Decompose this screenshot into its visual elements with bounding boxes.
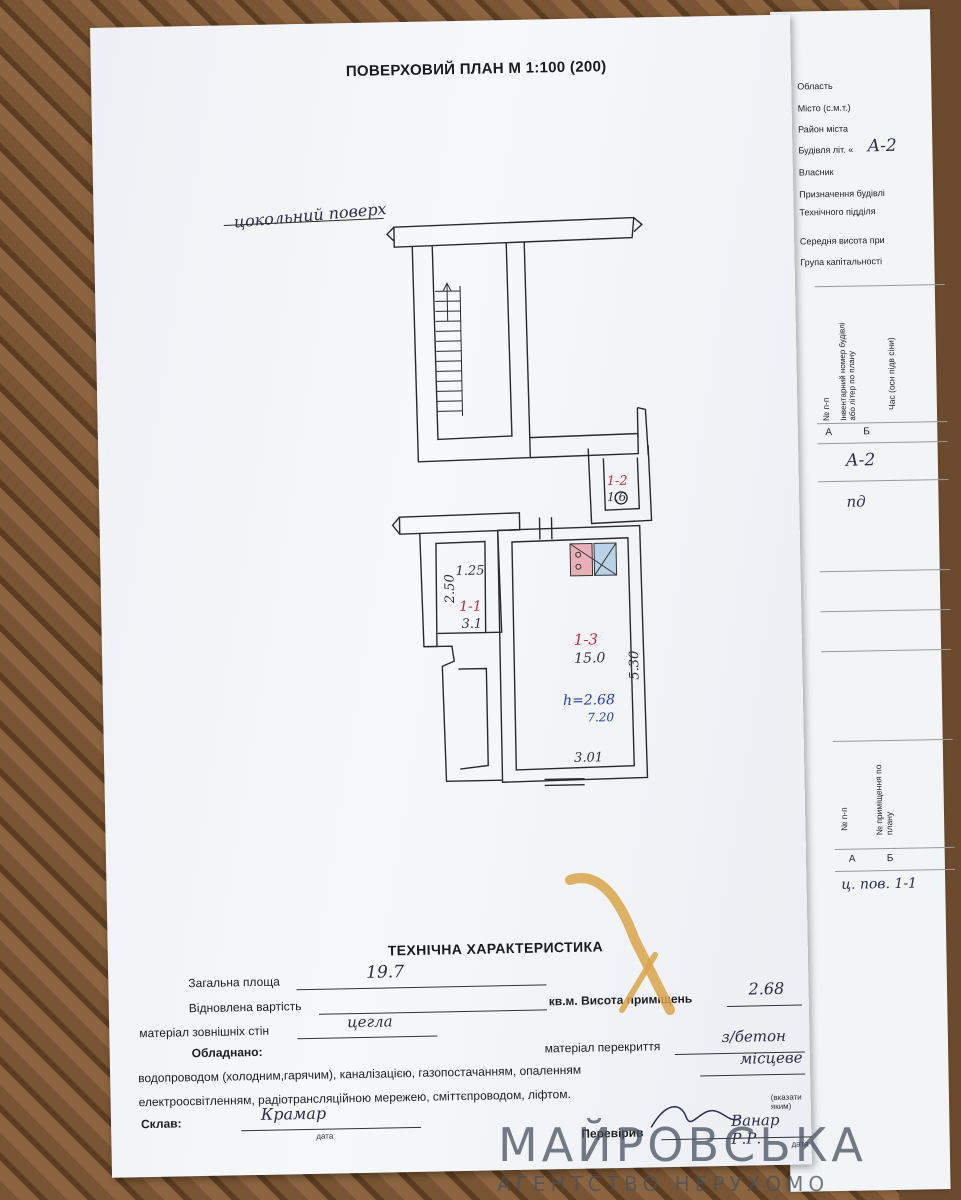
t1-col-a: А: [825, 426, 833, 439]
ceiling-height-value: 2.68: [748, 978, 785, 999]
t2-col-a: А: [848, 853, 856, 865]
field-capital-group: Група капітальності: [800, 256, 883, 268]
agency-logo-icon: [565, 873, 675, 1015]
t1-header-num: № п-п: [820, 397, 832, 422]
room-1-2-area: 1.6: [606, 489, 627, 505]
room-1-3-height: h=2.68: [562, 692, 616, 710]
room-1-3-width: 3.01: [573, 750, 604, 766]
agency-name: МАЙРОВСЬКА: [498, 1118, 867, 1172]
floor-plan-sheet: ПОВЕРХОВИЙ ПЛАН М 1:100 (200) цокольний …: [90, 14, 812, 1178]
field-city: Місто (с.м.т.): [797, 102, 851, 114]
equipped-label: Обладнано:: [191, 1044, 263, 1061]
composed-label: Склав:: [140, 1116, 182, 1132]
room-1-1-area: 3.1: [461, 616, 483, 632]
room-1-1-height: 2.50: [442, 574, 459, 604]
field-district: Район міста: [797, 123, 849, 135]
t1-row-letter: А-2: [845, 450, 876, 471]
heating-value: місцеве: [739, 1048, 803, 1068]
field-owner: Власник: [798, 166, 834, 178]
room-1-1-id: 1-1: [459, 598, 482, 616]
room-1-3-volume: 7.20: [587, 710, 615, 725]
field-purpose: Призначення будівлі: [799, 188, 885, 200]
room-1-3-length: 5.30: [627, 650, 643, 680]
t1-row-type: пд: [846, 492, 866, 511]
restored-cost-label: Відновлена вартість: [188, 999, 302, 1016]
t2-header-num: № п-п: [838, 807, 850, 831]
total-area-label: Загальна площа: [188, 974, 280, 991]
t2-header-room: № приміщення по плану: [873, 764, 895, 836]
signature-mark: [650, 1106, 742, 1128]
specify-note: (вказати яким): [770, 1092, 802, 1112]
field-technical: Технічного підділя: [799, 206, 876, 218]
floor-plan-drawing: [223, 216, 653, 787]
building-letter: А-2: [867, 135, 897, 157]
t1-header-part: Час (осн підв сіни): [885, 337, 897, 411]
room-1-3-id: 1-3: [573, 630, 599, 649]
agency-subtitle: АГЕНТСТВО НЕРУХОМО: [497, 1172, 830, 1196]
total-area-value: 19.7: [365, 962, 405, 983]
t2-row: ц. пов. 1-1: [841, 875, 918, 893]
equipment-line-2: електроосвітленням, радіотрансляційною м…: [138, 1086, 571, 1110]
field-building: Будівля літ. «: [798, 144, 854, 156]
room-1-1-width: 1.25: [455, 563, 485, 580]
t1-header-inv: Інвентарний номер будівлі або літер по п…: [837, 322, 858, 421]
t2-col-b: Б: [886, 852, 894, 865]
room-1-2-id: 1-2: [606, 473, 628, 490]
date-label-1: дата: [316, 1131, 334, 1141]
walls-material-value: цегла: [346, 1012, 393, 1032]
room-1-3-area: 15.0: [574, 650, 606, 667]
floor-material-label: матеріал перекриття: [544, 1039, 661, 1056]
field-oblast: Область: [797, 80, 833, 92]
field-avg-height: Середня висота при: [799, 235, 885, 247]
walls-material-label: матеріал зовнішніх стін: [139, 1023, 270, 1041]
t1-col-b: Б: [863, 426, 871, 438]
equipment-line-1: водопроводом (холодним,гарячим), каналіз…: [138, 1062, 582, 1086]
composed-value: Крамар: [260, 1103, 327, 1124]
floor-material-value: з/бетон: [721, 1026, 787, 1047]
